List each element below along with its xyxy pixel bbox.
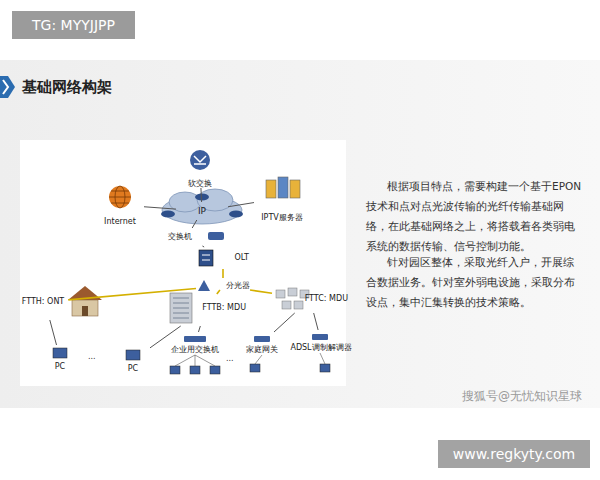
pc-node: PC [42,345,78,371]
olt-node: OLT [197,247,249,269]
ellipsis-mark: ... [88,352,96,361]
node-label: IPTV服务器 [261,213,303,222]
node-label: IP [198,206,206,216]
connector [274,313,295,332]
ellipsis-mark: ... [226,354,234,363]
node-label: TG: MYYJJPP [32,17,115,33]
node-label: 交换机 [168,232,192,241]
connector [150,326,181,348]
node-label: FTTH: ONT [22,297,65,306]
switch-node: 交换机 [168,228,206,246]
connector [314,313,318,330]
pc-node: PC [116,347,150,373]
enterprise-switch-node: 企业用交换机 [160,332,230,354]
connector [68,288,196,299]
node-label: 软交换 [188,179,212,188]
website-box: www.regkyty.com [438,440,590,468]
node-label: PC [128,364,138,373]
fttb-node: FTTB: MDU [166,290,246,326]
node-label: OLT [234,253,249,262]
node-label: Internet [104,217,136,226]
ip-cloud: IP [176,202,228,220]
node-label: 分光器 [226,281,250,290]
splitter-node: 分光器 [196,278,250,294]
node-label: 企业用交换机 [171,345,219,354]
connector [144,207,176,209]
watermark: 搜狐号@无忧知识星球 [462,388,582,405]
node-label: FTTB: MDU [202,303,246,312]
body-paragraph: 针对园区整体，采取光纤入户，开展综合数据业务。针对室外弱电设施，采取分布设点，集… [366,252,584,312]
node-label: PC [55,362,65,371]
connector [50,320,57,345]
connector [217,290,220,294]
section-title: 基础网络构架 [22,78,112,97]
connector [228,203,254,207]
fttc-node: FTTC: MDU [272,285,348,313]
node-label: www.regkyty.com [453,446,576,462]
connector [222,269,224,278]
connector [200,188,202,202]
node-label: ADSL调制解调器 [290,343,351,352]
adsl-modem-node: ADSL调制解调器 [288,330,354,352]
internet-node: Internet [96,184,144,226]
connector [250,290,272,293]
connector [202,246,204,247]
connector [192,220,197,228]
body-paragraph: 根据项目特点，需要构建一个基于EPON技术和点对点光波传输的光纤传输基础网络，在… [366,176,584,256]
tag-box: TG: MYYJJPP [12,11,135,39]
softswitch-node: 软交换 [178,148,222,188]
node-label: FTTC: MDU [305,294,348,303]
ftth-node: FTTH: ONT [22,284,69,320]
node-label: 家庭网关 [246,345,278,354]
connector [198,326,200,332]
home-gateway-node: 家庭网关 [236,332,288,354]
iptv-server-node: IPTV服务器 [254,174,310,222]
